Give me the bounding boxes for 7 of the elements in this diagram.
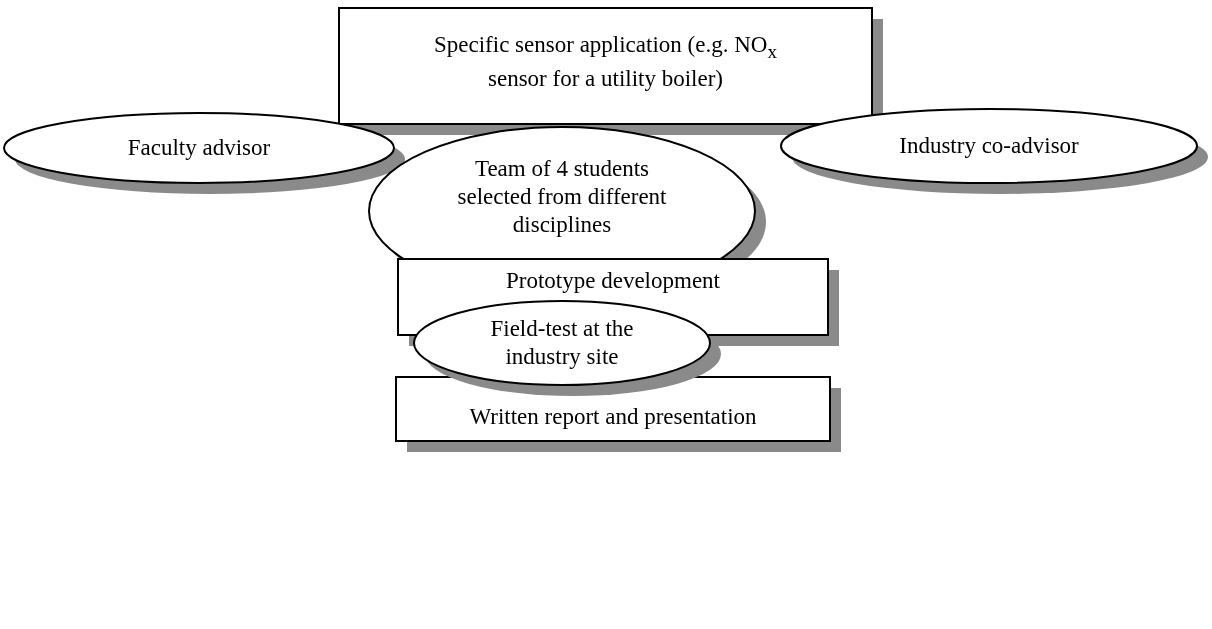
node-label: Faculty advisor xyxy=(127,134,271,162)
node-label: Written report and presentation xyxy=(469,403,757,431)
node-label: Prototype development xyxy=(506,267,720,295)
node-label: Industry co-advisor xyxy=(899,132,1079,160)
node-label: Specific sensor application (e.g. NO$_{x}$ sensor for a utility boiler) xyxy=(433,30,778,94)
node-label: Team of 4 students selected from different disciplines xyxy=(457,155,667,239)
node-label: Field-test at the industry site xyxy=(489,315,635,371)
